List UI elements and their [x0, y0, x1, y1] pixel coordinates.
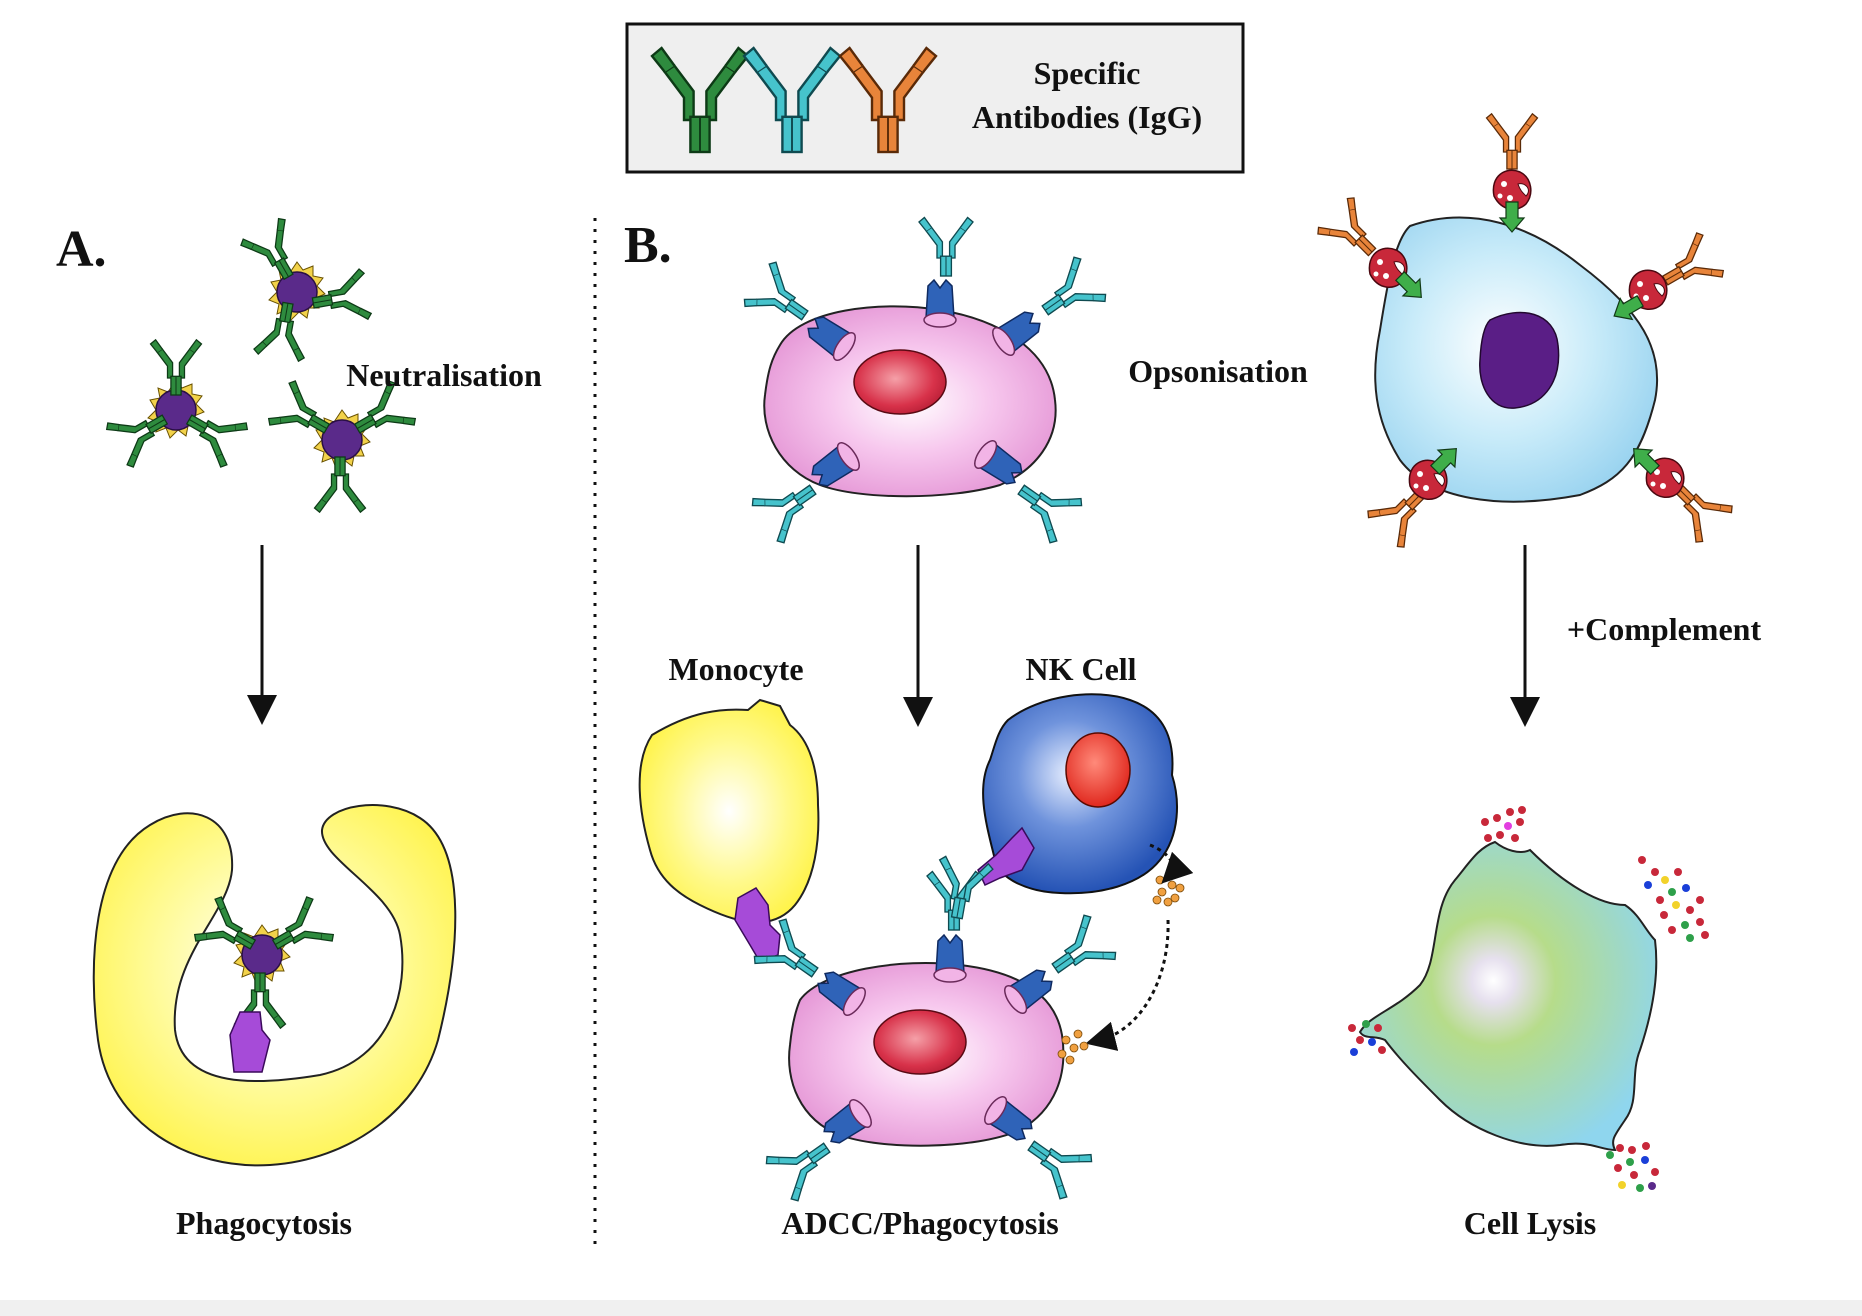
legend-box: Specific Antibodies (IgG) [625, 22, 1245, 174]
opsonised-cell [1374, 216, 1659, 503]
panel-a-label: A. [56, 221, 107, 278]
phagocyte-cell [92, 804, 457, 1167]
legend-line1: Specific [1034, 55, 1141, 91]
nk-nucleus [1065, 732, 1131, 808]
monocyte-cell [638, 698, 820, 924]
granule-path-arrow [1149, 843, 1194, 884]
phagocytosed-virus-complex [191, 894, 337, 1073]
fc-receptor-purple [229, 1011, 271, 1073]
legend-line2: Antibodies (IgG) [972, 99, 1202, 135]
label-monocyte: Monocyte [668, 651, 803, 687]
lysis-debris [1348, 806, 1709, 1192]
label-complement: +Complement [1567, 611, 1762, 647]
target-cell-bottom [750, 870, 1120, 1205]
target-granules [1057, 1029, 1089, 1065]
lysed-cell [1358, 840, 1658, 1152]
monocyte-fc-receptor [734, 887, 781, 963]
label-nk-cell: NK Cell [1025, 651, 1136, 687]
label-cell-lysis: Cell Lysis [1464, 1205, 1596, 1241]
granule-delivery-arrow [1085, 919, 1170, 1051]
label-neutralisation: Neutralisation [346, 357, 542, 393]
target-cell-top [740, 216, 1110, 547]
panel-b-label: B. [624, 217, 672, 274]
label-adcc: ADCC/Phagocytosis [781, 1205, 1058, 1241]
label-opsonisation: Opsonisation [1128, 353, 1308, 389]
label-phagocytosis: Phagocytosis [176, 1205, 352, 1241]
bottom-strip [0, 1300, 1862, 1316]
